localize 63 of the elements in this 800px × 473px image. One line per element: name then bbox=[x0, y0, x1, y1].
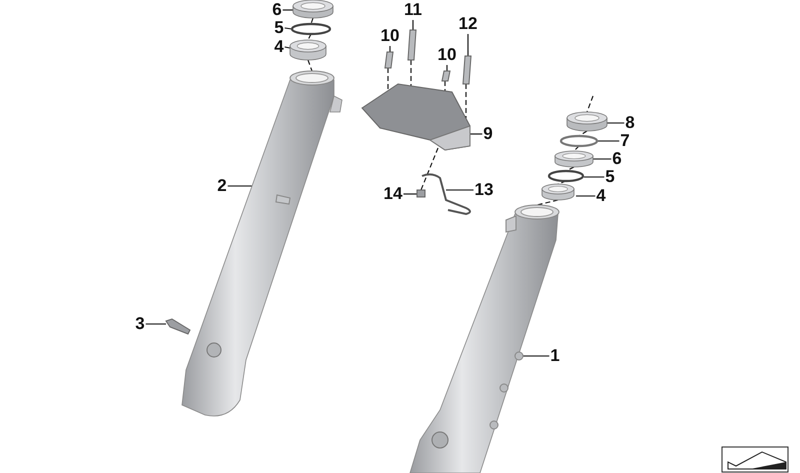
assembly-axis-line bbox=[465, 84, 467, 118]
leader-line bbox=[523, 355, 550, 357]
callout-number: 9 bbox=[483, 125, 493, 143]
bearing-ring-drawing bbox=[554, 150, 594, 168]
assembly-axis-line bbox=[410, 60, 412, 86]
callout-number: 10 bbox=[380, 27, 400, 45]
fork-tube-drawing bbox=[409, 204, 560, 473]
callout-number: 4 bbox=[596, 187, 606, 205]
callout-number: 10 bbox=[438, 46, 456, 64]
o-ring-drawing bbox=[290, 22, 332, 36]
bolt-drawing bbox=[441, 70, 451, 82]
leader-line bbox=[607, 122, 624, 124]
leader-line bbox=[597, 140, 620, 142]
callout-number: 6 bbox=[612, 150, 622, 168]
bolt-drawing bbox=[462, 56, 472, 84]
bearing-cap-drawing bbox=[292, 0, 334, 18]
leader-line bbox=[284, 46, 290, 49]
assembly-axis-line bbox=[420, 148, 438, 190]
clip-drawing bbox=[422, 173, 471, 215]
assembly-axis-line bbox=[574, 146, 580, 152]
screw-drawing bbox=[165, 318, 191, 335]
leader-line bbox=[446, 189, 474, 191]
circlip-drawing bbox=[560, 134, 598, 148]
callout-number: 13 bbox=[474, 181, 494, 199]
assembly-axis-line bbox=[444, 81, 446, 91]
o-ring-drawing bbox=[548, 170, 584, 182]
mounting-bracket-drawing bbox=[361, 83, 470, 151]
leader-line bbox=[146, 323, 166, 325]
callout-number: 7 bbox=[620, 132, 630, 150]
callout-number: 8 bbox=[625, 114, 635, 132]
assembly-axis-line bbox=[387, 68, 389, 91]
bearing-ring-drawing bbox=[542, 184, 574, 200]
assembly-axis-line bbox=[307, 60, 313, 72]
callout-number: 1 bbox=[550, 347, 560, 365]
callout-number: 5 bbox=[605, 168, 615, 186]
assembly-axis-line bbox=[586, 96, 594, 112]
leader-line bbox=[284, 27, 292, 30]
assembly-axis-line bbox=[536, 199, 558, 206]
leader-line bbox=[228, 185, 252, 187]
leader-line bbox=[467, 34, 469, 56]
bearing-ring-drawing bbox=[290, 40, 326, 60]
leader-line bbox=[470, 133, 482, 135]
callout-number: 12 bbox=[458, 15, 478, 33]
leader-line bbox=[593, 158, 612, 160]
leader-line bbox=[403, 193, 417, 195]
callout-number: 3 bbox=[135, 315, 145, 333]
assembly-axis-line bbox=[310, 18, 314, 24]
callout-number: 11 bbox=[404, 1, 422, 19]
nut-drawing bbox=[416, 190, 426, 198]
fork-tube-drawing bbox=[182, 70, 342, 416]
bearing-cap-drawing bbox=[566, 112, 608, 132]
leader-line bbox=[584, 176, 604, 178]
leader-line bbox=[576, 195, 596, 197]
assembly-axis-line bbox=[308, 34, 312, 40]
leader-line bbox=[282, 9, 293, 11]
callout-number: 2 bbox=[217, 177, 227, 195]
callout-number: 6 bbox=[272, 1, 282, 19]
bolt-drawing bbox=[384, 52, 394, 68]
callout-number: 14 bbox=[384, 185, 402, 203]
callout-number: 4 bbox=[274, 38, 284, 56]
bolt-drawing bbox=[407, 30, 417, 60]
leader-line bbox=[412, 20, 414, 30]
callout-number: 5 bbox=[274, 19, 284, 37]
